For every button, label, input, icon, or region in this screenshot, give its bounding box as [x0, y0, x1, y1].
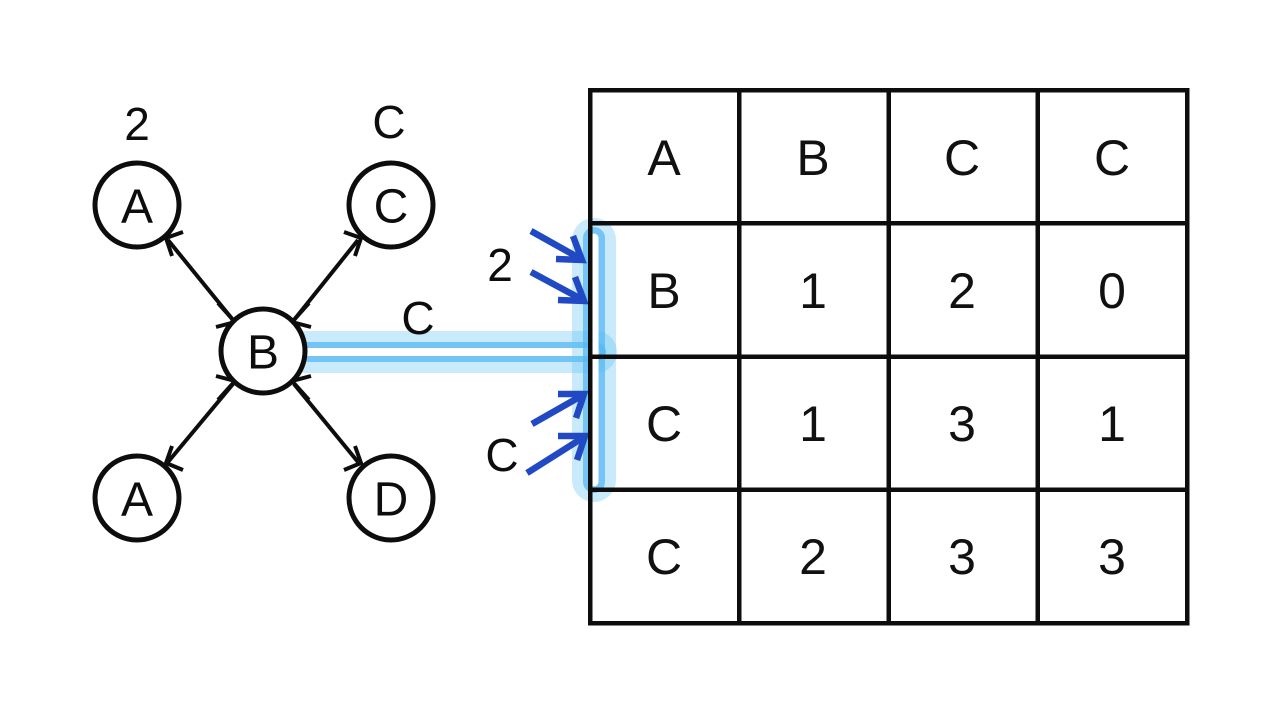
- table-row: B 1 2 0: [647, 263, 1126, 319]
- table-cell-r3c1: 2: [799, 529, 827, 585]
- arrow-upper-1: [529, 228, 587, 264]
- node-b-center-label: B: [247, 327, 279, 380]
- arrow-shaft: [529, 269, 585, 303]
- table-cell-r3c3: 3: [1098, 529, 1126, 585]
- arrowhead-toward-a-bottom: [163, 445, 184, 472]
- node-a-top-label: A: [121, 181, 153, 234]
- node-d-bottom-label: D: [374, 474, 409, 527]
- node-c-top-label: C: [374, 181, 409, 234]
- node-d-bottom-circle[interactable]: [346, 453, 436, 543]
- annotation-edge-label: C: [401, 292, 434, 344]
- node-a-bottom-circle[interactable]: [92, 453, 182, 543]
- annotation-above-c-top: C: [372, 96, 405, 148]
- table-cell-r0c2: C: [944, 130, 980, 186]
- arrow-head: [557, 275, 589, 305]
- table-cell-r0c1: B: [796, 130, 829, 186]
- table-cell-r1c2: 2: [948, 263, 976, 319]
- node-c-top-circle[interactable]: [346, 160, 436, 250]
- node-a-top-circle[interactable]: [92, 160, 182, 250]
- table-cell-r2c1: 1: [799, 396, 827, 452]
- table-cell-r1c1: 1: [799, 263, 827, 319]
- arrow-head: [558, 432, 590, 462]
- arrow-shaft: [529, 228, 583, 262]
- arrowhead-toward-c-top: [343, 230, 364, 257]
- table-cell-r3c0: C: [646, 529, 682, 585]
- table-cell-r1c0: B: [647, 263, 680, 319]
- table-cell-r2c3: 1: [1098, 396, 1126, 452]
- node-b-center-circle[interactable]: [218, 306, 308, 396]
- arrow-upper-2: [529, 269, 589, 305]
- arrow-shaft: [525, 434, 586, 476]
- arrow-lower-1: [530, 390, 589, 427]
- table-cell-r2c2: 3: [948, 396, 976, 452]
- table-row: A B C C: [647, 130, 1130, 186]
- annotation-upper-arrow-label: 2: [487, 239, 513, 291]
- table-cell-r0c0: A: [647, 130, 681, 186]
- node-a-bottom-label: A: [121, 474, 153, 527]
- arrow-head: [558, 390, 589, 420]
- table-cell-r1c3: 0: [1098, 263, 1126, 319]
- table-cell-r0c3: C: [1094, 130, 1130, 186]
- annotation-lower-arrow-label: C: [485, 429, 518, 481]
- arrow-shaft: [530, 392, 585, 427]
- arrow-lower-2: [525, 432, 590, 476]
- annotation-above-a-top: 2: [124, 98, 150, 150]
- arrow-head: [555, 234, 587, 264]
- arrowhead-toward-d-bottom: [343, 445, 364, 472]
- table-cell-r3c2: 3: [948, 529, 976, 585]
- table-row: C 1 3 1: [646, 396, 1126, 452]
- table-row: C 2 3 3: [646, 529, 1126, 585]
- table-cell-r2c0: C: [646, 396, 682, 452]
